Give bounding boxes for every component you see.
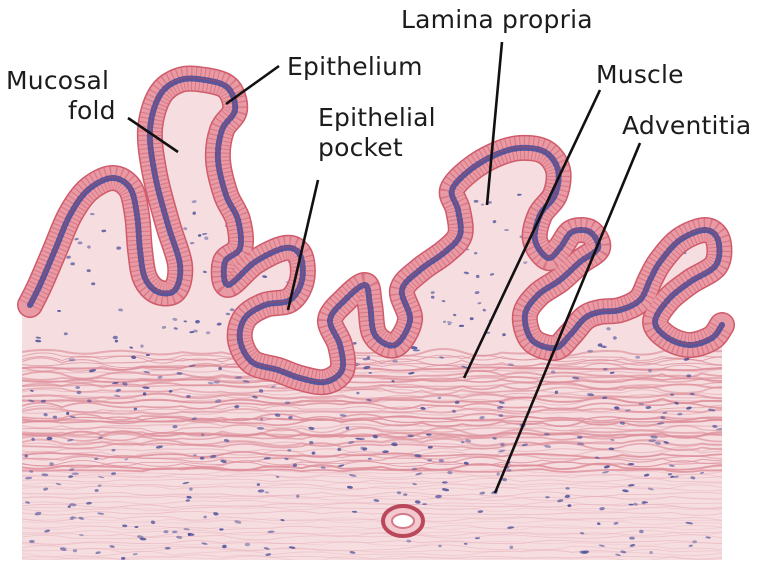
label-epithelial-pocket-line1: Epithelial	[318, 103, 436, 133]
label-mucosal-fold-line1: Mucosal	[6, 66, 116, 96]
label-mucosal-fold: Mucosal fold	[6, 66, 116, 126]
label-epithelial-pocket-line2: pocket	[318, 133, 436, 163]
blood-vessel-icon	[383, 506, 423, 536]
label-epithelial-pocket: Epithelial pocket	[318, 103, 436, 163]
label-adventitia: Adventitia	[622, 111, 751, 141]
label-mucosal-fold-line2: fold	[6, 96, 116, 126]
label-muscle: Muscle	[596, 60, 684, 90]
label-epithelium: Epithelium	[287, 52, 423, 82]
label-lamina-propria: Lamina propria	[401, 5, 593, 35]
